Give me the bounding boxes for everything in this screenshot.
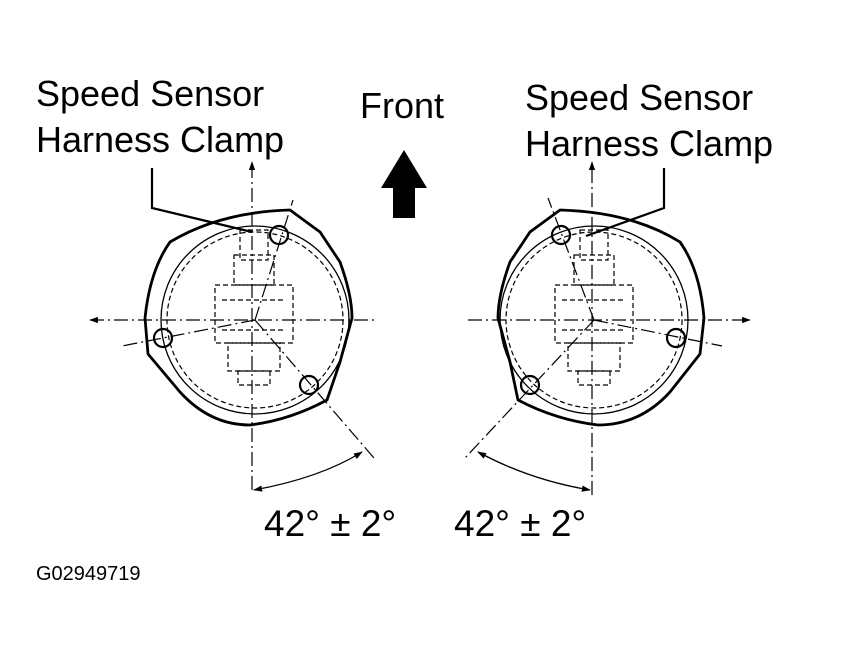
right-angle-label: 42° ± 2° <box>454 503 586 544</box>
left-bolt-line-left <box>121 319 256 347</box>
right-bolt-bottom <box>519 374 541 396</box>
left-bolt-line-angle <box>254 319 375 459</box>
left-clamp-label-line2: Harness Clamp <box>36 119 284 160</box>
left-clamp-label-line1: Speed Sensor <box>36 73 264 114</box>
left-hub-hidden <box>214 229 294 386</box>
left-flange-outline <box>143 208 354 427</box>
right-bolt-right <box>665 327 687 349</box>
right-bolt-line-top <box>547 197 595 321</box>
right-hub-assembly <box>464 161 751 495</box>
left-clamp-leader <box>150 168 253 234</box>
right-bolt-top <box>550 224 572 246</box>
right-bolt-line-angle <box>464 319 595 459</box>
right-clamp-leader <box>585 168 666 238</box>
left-angle-arc <box>253 451 363 492</box>
front-label: Front <box>360 85 444 126</box>
left-angle-label: 42° ± 2° <box>264 503 396 544</box>
right-clamp-label-line2: Harness Clamp <box>525 123 773 164</box>
right-hub-hidden <box>554 229 634 386</box>
left-hub-assembly <box>89 161 375 492</box>
right-clamp-label-line1: Speed Sensor <box>525 77 753 118</box>
front-arrow-icon <box>381 150 427 218</box>
left-bolt-left <box>152 327 174 349</box>
figure-code: G02949719 <box>36 563 141 585</box>
left-bolt-top <box>268 224 290 246</box>
left-bolt-line-top <box>254 199 294 321</box>
right-angle-arc <box>477 451 591 492</box>
right-bolt-line-right <box>593 319 723 347</box>
right-flange-outline <box>496 208 706 427</box>
left-bolt-bottom <box>298 374 320 396</box>
